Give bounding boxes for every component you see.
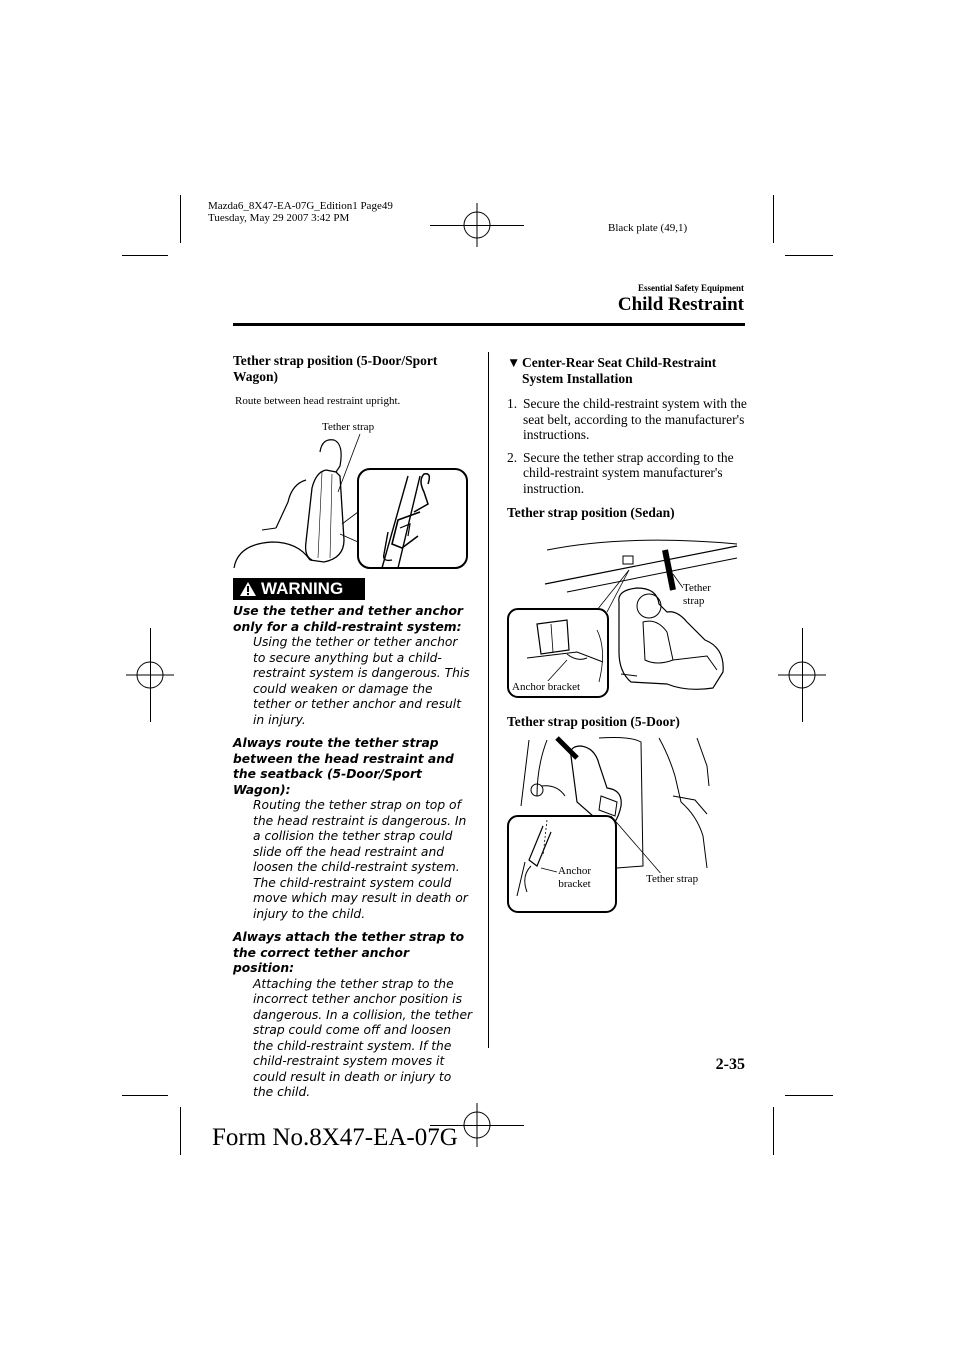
sedan-anchor-label: Anchor bracket	[512, 681, 581, 694]
sedan-tether-label-line1: Tether	[683, 582, 711, 594]
step-text: Secure the tether strap according to the…	[523, 449, 734, 496]
fivedoor-anchor-label-line2: bracket	[558, 878, 591, 890]
warning-item: Always route the tether strap between th…	[233, 736, 473, 922]
step-item: 1. Secure the child-restraint system wit…	[507, 396, 747, 443]
warning-body: Routing the tether strap on top of the h…	[253, 798, 468, 921]
warning-title: Use the tether and tether anchor only fo…	[233, 604, 463, 634]
registration-mark-top	[463, 203, 491, 247]
warning-item: Always attach the tether strap to the co…	[233, 930, 473, 1101]
fivedoor-heading: Tether strap position (5-Door)	[507, 714, 680, 729]
installation-heading: ▼ Center-Rear Seat Child-Restraint Syste…	[507, 355, 747, 387]
header-rule	[233, 323, 745, 326]
warning-title: Always route the tether strap between th…	[233, 736, 454, 797]
plate-info: Black plate (49,1)	[608, 222, 688, 234]
warning-body: Using the tether or tether anchor to sec…	[253, 635, 470, 727]
registration-mark-right	[778, 661, 826, 689]
wagon-heading: Tether strap position (5-Door/Sport Wago…	[233, 353, 438, 384]
step-number: 2.	[507, 449, 518, 465]
sedan-tether-label-line2: strap	[683, 595, 705, 607]
triangle-marker-icon: ▼	[507, 355, 521, 370]
installation-steps: 1. Secure the child-restraint system wit…	[507, 396, 747, 503]
form-number: Form No.8X47-EA-07G	[212, 1124, 458, 1151]
warning-triangle-icon	[240, 582, 256, 596]
print-date: Tuesday, May 29 2007 3:42 PM	[208, 212, 350, 224]
column-divider	[488, 352, 489, 1048]
step-text: Secure the child-restraint system with t…	[523, 396, 747, 442]
page-title: Child Restraint	[617, 294, 744, 315]
installation-heading-text: Center-Rear Seat Child-Restraint System …	[522, 355, 717, 386]
page-number: 2-35	[715, 1056, 745, 1073]
print-file-name: Mazda6_8X47-EA-07G_Edition1 Page49	[208, 200, 393, 212]
sedan-tether-label: Tether strap	[683, 582, 711, 608]
registration-mark-left	[126, 661, 174, 689]
fivedoor-tether-label: Tether strap	[646, 873, 699, 886]
registration-mark-bottom	[463, 1103, 491, 1147]
sedan-tether-illustration	[507, 539, 738, 698]
step-number: 1.	[507, 396, 518, 411]
warning-body: Attaching the tether strap to the incorr…	[253, 976, 473, 1100]
warning-item: Use the tether and tether anchor only fo…	[233, 604, 473, 728]
print-file-info: Mazda6_8X47-EA-07G_Edition1 Page49 Tuesd…	[208, 200, 393, 224]
section-name: Essential Safety Equipment	[637, 283, 744, 293]
fivedoor-tether-illustration	[507, 736, 710, 913]
wagon-seat-illustration	[233, 433, 468, 569]
step-item: 2. Secure the tether strap according to …	[507, 450, 747, 497]
route-note: Route between head restraint upright.	[235, 395, 401, 407]
fivedoor-anchor-label-line1: Anchor	[558, 865, 591, 877]
warning-label: WARNING	[261, 579, 344, 598]
warning-banner: WARNING	[233, 578, 365, 600]
fivedoor-anchor-label: Anchor bracket	[558, 865, 591, 891]
warning-title: Always attach the tether strap to the co…	[233, 930, 465, 975]
warning-list: Use the tether and tether anchor only fo…	[233, 604, 473, 1101]
tether-strap-label: Tether strap	[322, 421, 375, 433]
sedan-heading: Tether strap position (Sedan)	[507, 505, 675, 520]
